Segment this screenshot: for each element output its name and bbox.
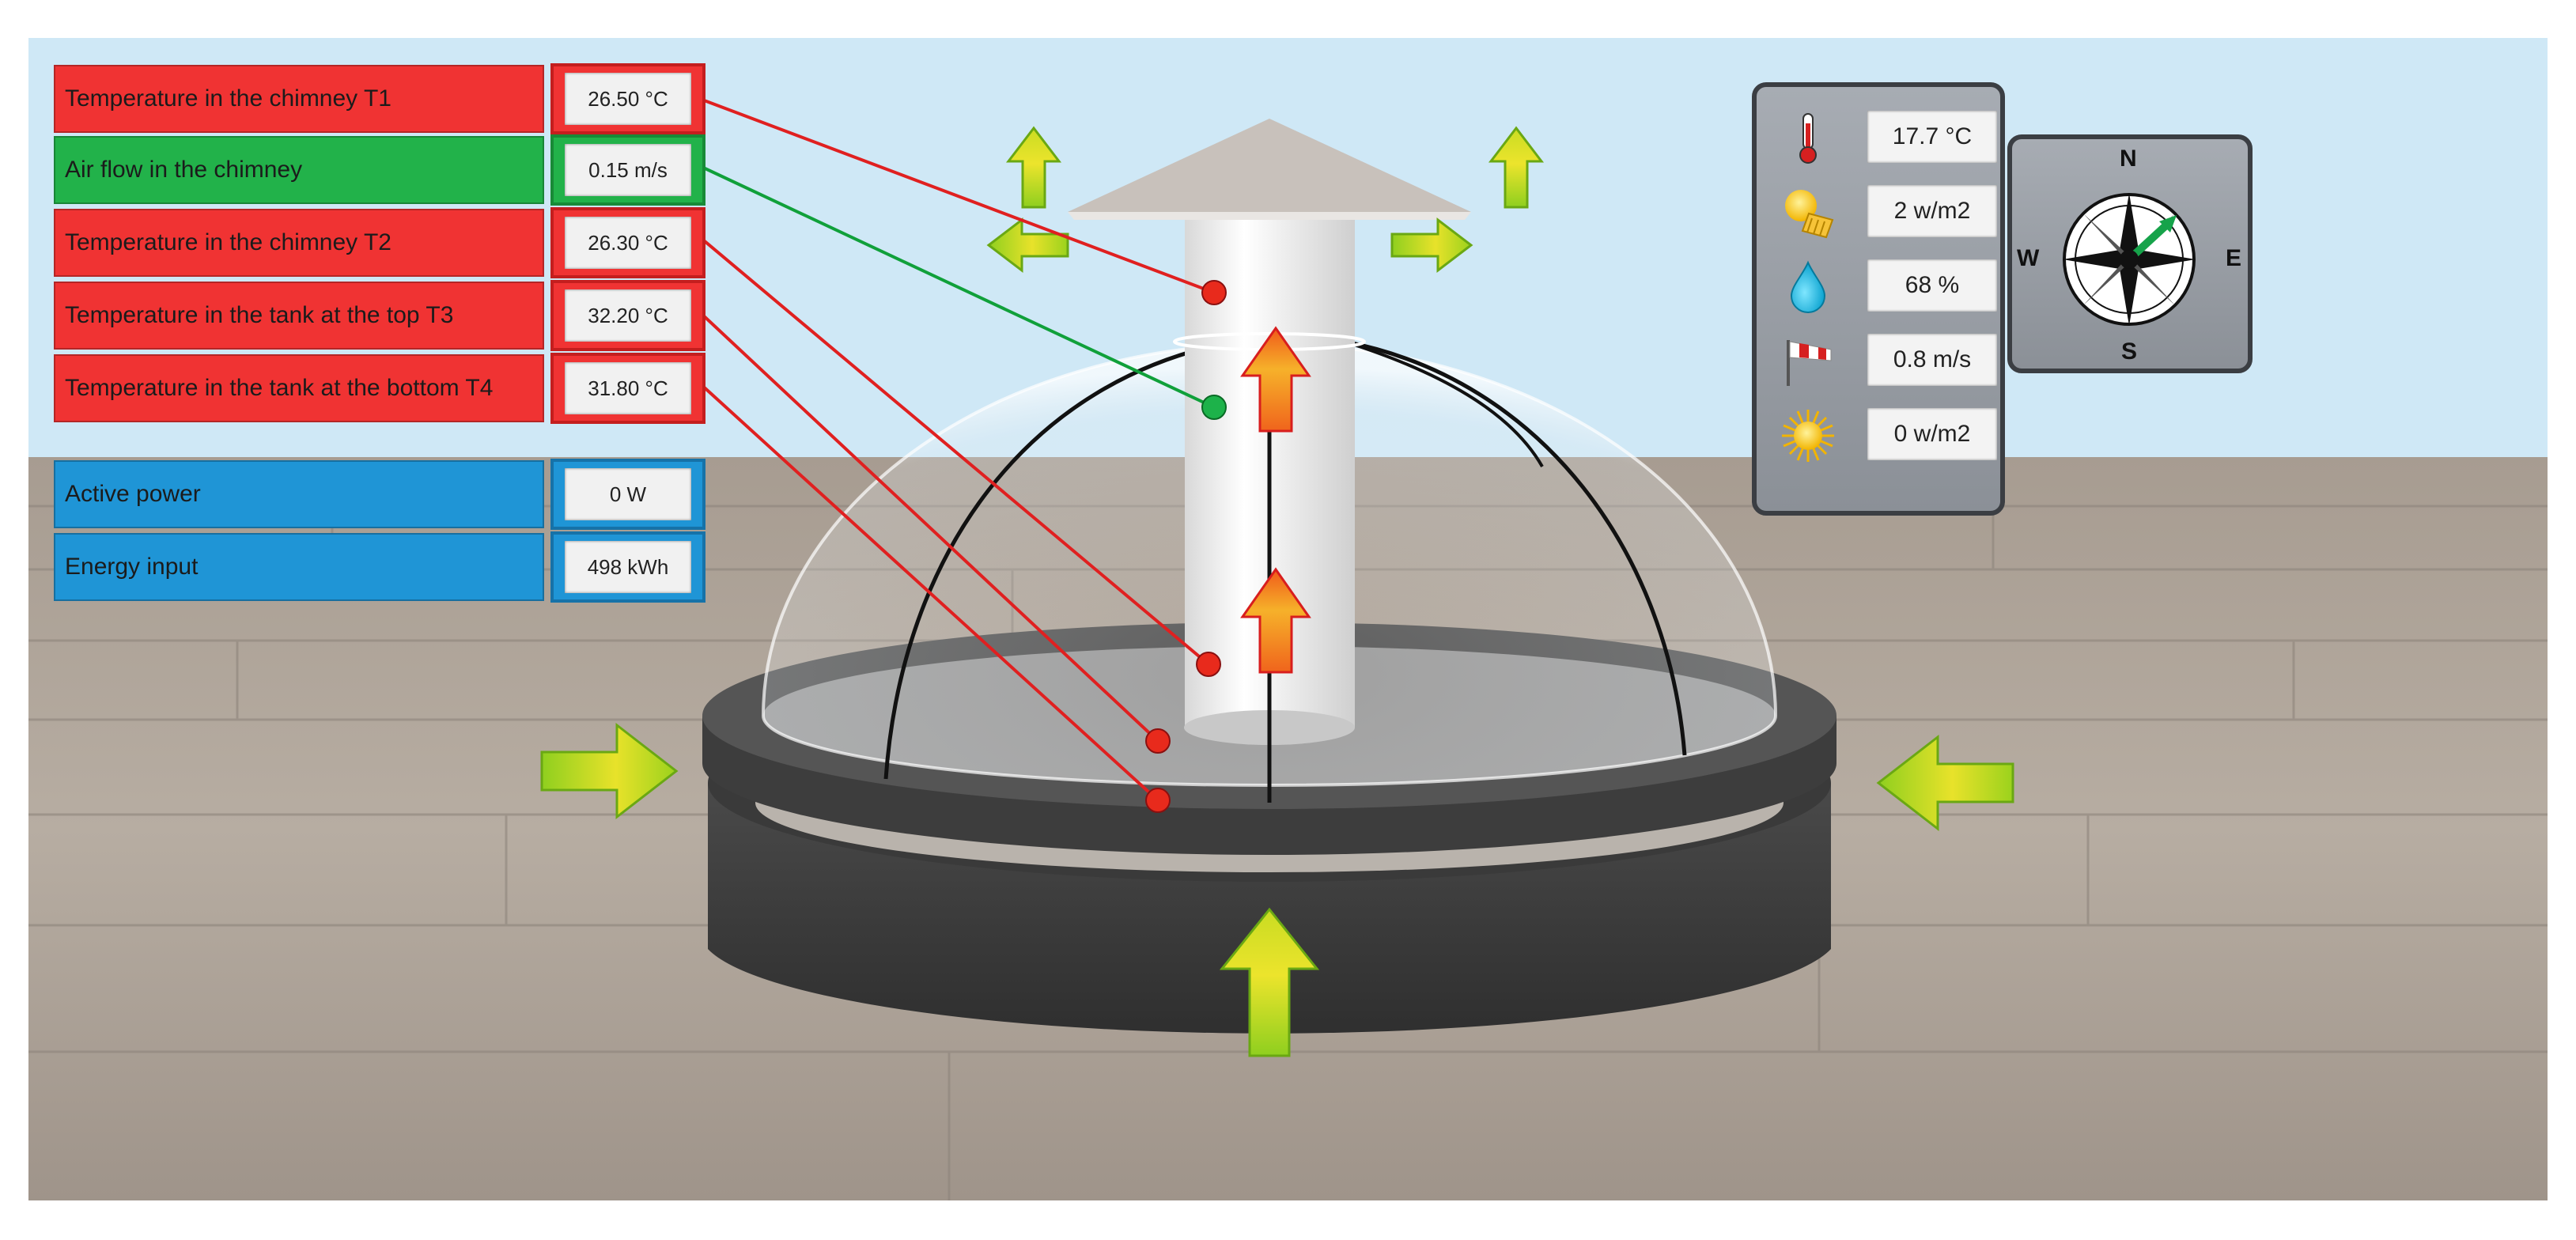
sensor-point-t3 bbox=[1145, 728, 1171, 754]
compass-south-label: S bbox=[2121, 338, 2138, 365]
chimney bbox=[1173, 214, 1366, 803]
weather-item-temperature: 17.7 °C bbox=[1757, 101, 2000, 172]
sensor-label: Temperature in the chimney T1 bbox=[54, 65, 544, 133]
updraft-arrow-upper bbox=[1240, 326, 1311, 433]
thermometer-icon bbox=[1799, 113, 1817, 164]
power-row-active: Active power 0 W bbox=[54, 459, 705, 530]
sensor-value-box: 31.80 °C bbox=[550, 353, 705, 424]
chimney-cap bbox=[1068, 119, 1471, 220]
sensor-point-airflow bbox=[1201, 395, 1227, 420]
sensor-value-box: 26.50 °C bbox=[550, 63, 705, 134]
power-label: Energy input bbox=[54, 533, 544, 601]
sensor-point-t2 bbox=[1196, 652, 1221, 677]
sensor-point-t4 bbox=[1145, 788, 1171, 813]
sensor-connectors bbox=[698, 97, 1215, 802]
sensor-value: 26.30 °C bbox=[565, 217, 691, 269]
sensor-value-box: 0.15 m/s bbox=[550, 134, 705, 206]
exhaust-arrow-right bbox=[1390, 217, 1473, 274]
inflow-arrow-bottom bbox=[1219, 907, 1320, 1057]
weather-value: 17.7 °C bbox=[1867, 111, 1997, 163]
weather-panel: 17.7 °C 2 w/m2 68 % 0.8 m/s bbox=[1752, 82, 2005, 516]
exhaust-arrow-up-left bbox=[1005, 126, 1062, 209]
sensor-row-t3: Temperature in the tank at the top T3 32… bbox=[54, 280, 705, 351]
sensor-label: Temperature in the tank at the top T3 bbox=[54, 282, 544, 350]
sensor-label: Temperature in the chimney T2 bbox=[54, 209, 544, 277]
weather-value: 0.8 m/s bbox=[1867, 334, 1997, 386]
compass-west-label: W bbox=[2017, 245, 2040, 271]
power-value: 0 W bbox=[565, 468, 691, 520]
sensor-value: 0.15 m/s bbox=[565, 144, 691, 196]
sensor-value: 32.20 °C bbox=[565, 289, 691, 342]
weather-item-collector-radiation: 2 w/m2 bbox=[1757, 176, 2000, 247]
humidity-drop-icon bbox=[1790, 260, 1826, 313]
power-value-box: 498 kWh bbox=[550, 531, 705, 603]
weather-item-solar-radiation: 0 w/m2 bbox=[1757, 399, 2000, 470]
power-row-energy: Energy input 498 kWh bbox=[54, 531, 705, 603]
exhaust-arrow-up-right bbox=[1488, 126, 1545, 209]
sensor-value: 26.50 °C bbox=[565, 73, 691, 125]
power-value-box: 0 W bbox=[550, 459, 705, 530]
sun-icon bbox=[1782, 410, 1834, 462]
compass-north-label: N bbox=[2120, 146, 2137, 172]
windsock-icon bbox=[1787, 340, 1832, 386]
exhaust-arrow-left bbox=[986, 217, 1069, 274]
weather-item-wind-speed: 0.8 m/s bbox=[1757, 324, 2000, 395]
sensor-value: 31.80 °C bbox=[565, 362, 691, 414]
power-label: Active power bbox=[54, 460, 544, 528]
compass-panel: N S W E bbox=[2007, 134, 2253, 373]
inflow-arrow-left bbox=[540, 722, 679, 820]
updraft-arrow-lower bbox=[1240, 567, 1311, 674]
sensor-row-t1: Temperature in the chimney T1 26.50 °C bbox=[54, 63, 705, 134]
sensor-row-t2: Temperature in the chimney T2 26.30 °C bbox=[54, 207, 705, 278]
inflow-arrow-right bbox=[1876, 734, 2014, 832]
weather-value: 0 w/m2 bbox=[1867, 408, 1997, 460]
sensor-points bbox=[1145, 280, 1227, 813]
weather-value: 2 w/m2 bbox=[1867, 185, 1997, 237]
sensor-point-t1 bbox=[1201, 280, 1227, 305]
sensor-row-t4: Temperature in the tank at the bottom T4… bbox=[54, 353, 705, 424]
sensor-value-box: 32.20 °C bbox=[550, 280, 705, 351]
weather-value: 68 % bbox=[1867, 259, 1997, 312]
sensor-label: Air flow in the chimney bbox=[54, 136, 544, 204]
solar-collector-icon bbox=[1785, 190, 1834, 239]
power-value: 498 kWh bbox=[565, 541, 691, 593]
weather-item-humidity: 68 % bbox=[1757, 250, 2000, 321]
compass-east-label: E bbox=[2226, 245, 2242, 271]
compass-rose-icon bbox=[2063, 193, 2196, 326]
sensor-value-box: 26.30 °C bbox=[550, 207, 705, 278]
sensor-label: Temperature in the tank at the bottom T4 bbox=[54, 354, 544, 422]
sensor-row-airflow: Air flow in the chimney 0.15 m/s bbox=[54, 134, 705, 206]
